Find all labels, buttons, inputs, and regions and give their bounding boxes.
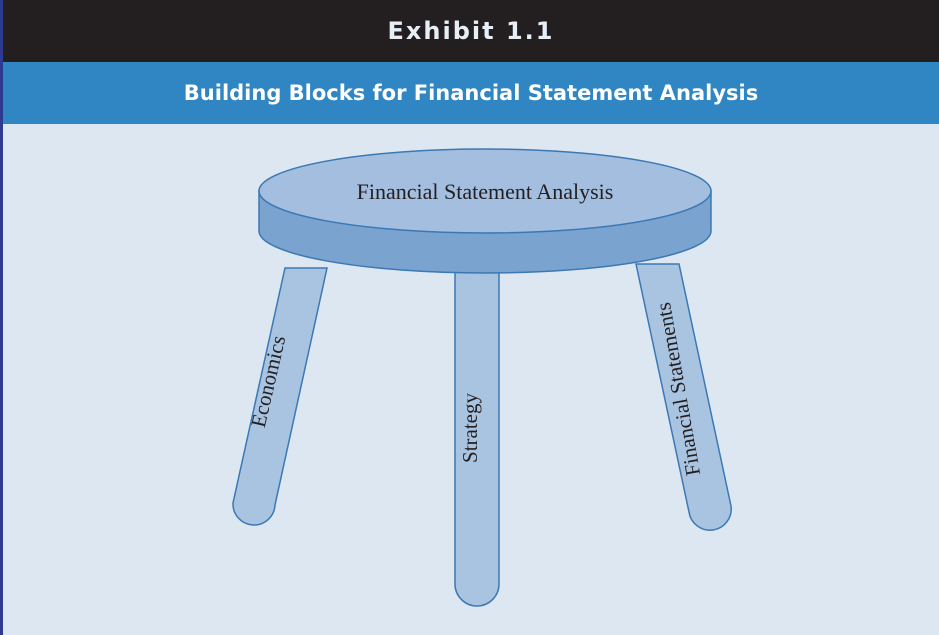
exhibit-subtitle-bar: Building Blocks for Financial Statement … — [3, 62, 939, 124]
exhibit-title-bar: Exhibit 1.1 — [3, 0, 939, 62]
leg-strategy-label: Strategy — [458, 393, 482, 463]
stool-diagram: Economics Strategy Financial Statements … — [232, 148, 732, 607]
leg-financial-statements: Financial Statements — [635, 263, 732, 531]
seat-label: Financial Statement Analysis — [357, 179, 614, 204]
exhibit-title: Exhibit 1.1 — [387, 17, 555, 45]
stool-seat: Financial Statement Analysis — [258, 148, 712, 274]
leg-strategy: Strategy — [454, 271, 500, 607]
leg-economics: Economics — [232, 267, 328, 526]
exhibit-subtitle: Building Blocks for Financial Statement … — [183, 81, 759, 105]
